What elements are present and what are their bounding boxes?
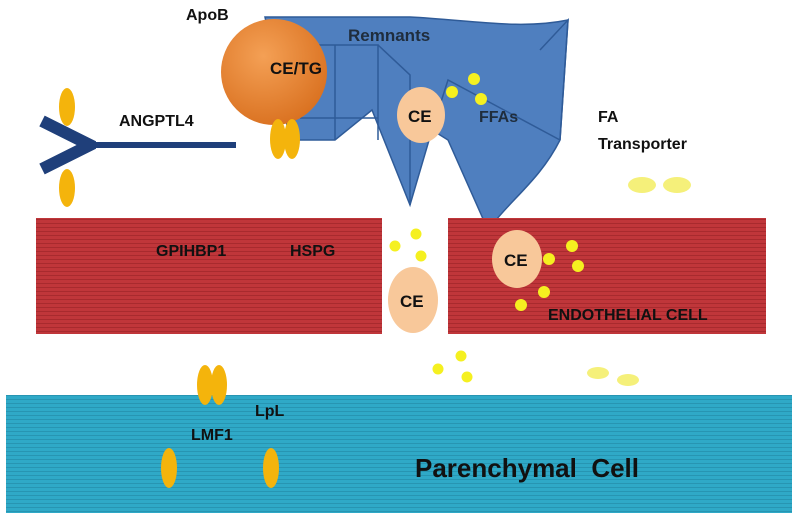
ce-label-remnant: CE <box>408 107 432 126</box>
lipoprotein-particle <box>221 19 327 125</box>
ffa-dots-endothelial <box>515 240 584 311</box>
angptl4-label: ANGPTL4 <box>119 113 194 130</box>
lpl-label: LpL <box>255 403 285 420</box>
ffa-dots-interstitial <box>432 350 473 383</box>
lpl-dimer <box>197 365 227 405</box>
fa-transporter-label-line1: FA <box>598 109 619 126</box>
ce-label-gap: CE <box>400 292 424 311</box>
ce-label-endothelial: CE <box>504 251 528 270</box>
parenchymal-cell-label: Parenchymal Cell <box>415 453 639 483</box>
ce-particle-endothelial <box>492 230 542 288</box>
apob-ovals <box>270 119 300 159</box>
parenchymal-cell <box>6 395 792 513</box>
fa-transporter-label-line2: Transporter <box>598 136 687 153</box>
ffa-dots-top <box>446 73 487 105</box>
lmf1-label: LMF1 <box>191 427 233 444</box>
ce-particle-remnant <box>397 87 445 143</box>
fa-transporter-ovals-lower <box>587 367 639 386</box>
apob-label: ApoB <box>186 7 229 24</box>
ce-particle-gap <box>388 267 438 333</box>
remnants-label: Remnants <box>348 26 430 45</box>
endothelial-cell-left <box>36 218 382 334</box>
ffas-label: FFAs <box>479 109 518 126</box>
free-lpl-ovals <box>59 88 75 207</box>
fa-transporter-ovals <box>628 177 691 193</box>
lmf1-ovals <box>161 448 279 488</box>
ce-tg-label: CE/TG <box>270 59 322 78</box>
gpihbp1-label: GPIHBP1 <box>156 243 226 260</box>
ffa-dots-gap <box>389 228 427 262</box>
endothelial-cell-label: ENDOTHELIAL CELL <box>548 307 708 324</box>
hspg-label: HSPG <box>290 243 335 260</box>
